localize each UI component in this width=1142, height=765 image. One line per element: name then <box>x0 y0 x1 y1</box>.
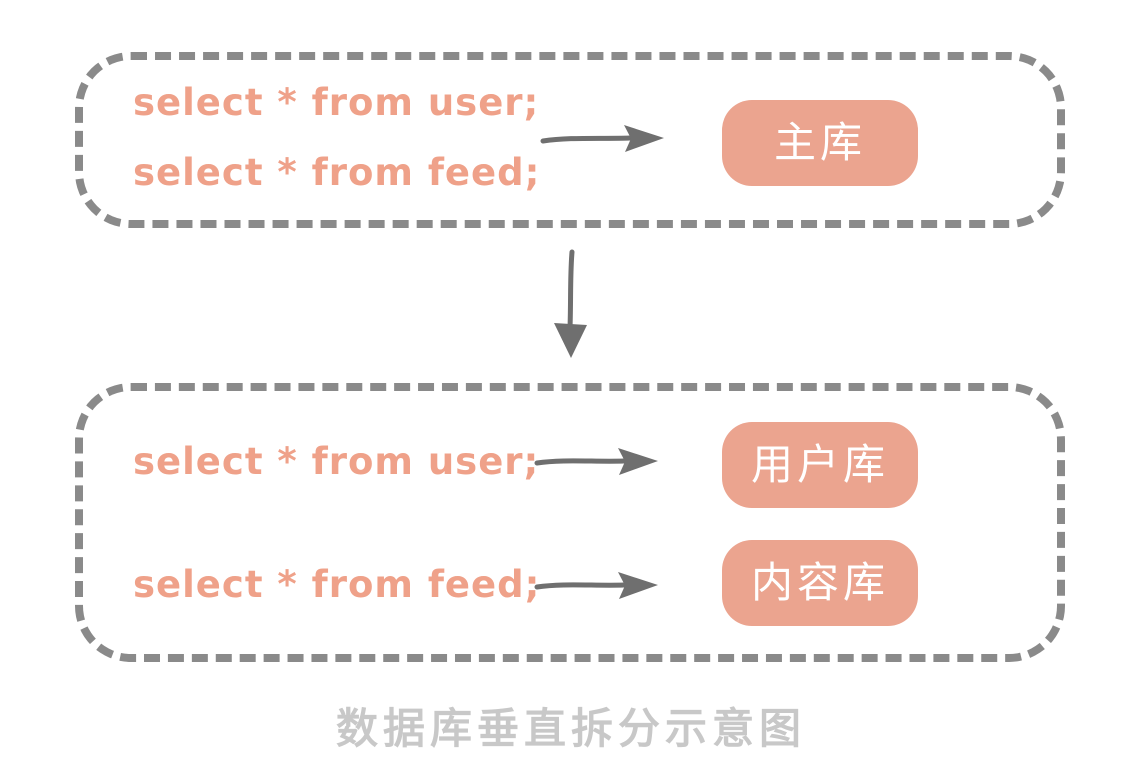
right-arrow-icon <box>534 572 658 599</box>
right-arrow-icon <box>534 448 658 475</box>
top-group-box <box>75 52 1065 228</box>
top-query-feed: select * from feed; <box>133 151 541 194</box>
down-arrow-icon <box>554 249 587 358</box>
bottom-group-box <box>75 383 1065 662</box>
master-db-label: 主库 <box>773 118 866 167</box>
content-db-label: 内容库 <box>750 558 889 607</box>
top-query-user: select * from user; <box>133 81 540 124</box>
right-arrow-icon <box>540 125 664 152</box>
user-db-label: 用户库 <box>750 440 889 489</box>
content-db-node: 内容库 <box>722 540 918 626</box>
master-db-node: 主库 <box>722 100 918 186</box>
user-db-node: 用户库 <box>722 422 918 508</box>
bottom-query-feed: select * from feed; <box>133 563 541 606</box>
diagram-caption: 数据库垂直拆分示意图 <box>335 704 806 753</box>
bottom-query-user: select * from user; <box>133 440 540 483</box>
